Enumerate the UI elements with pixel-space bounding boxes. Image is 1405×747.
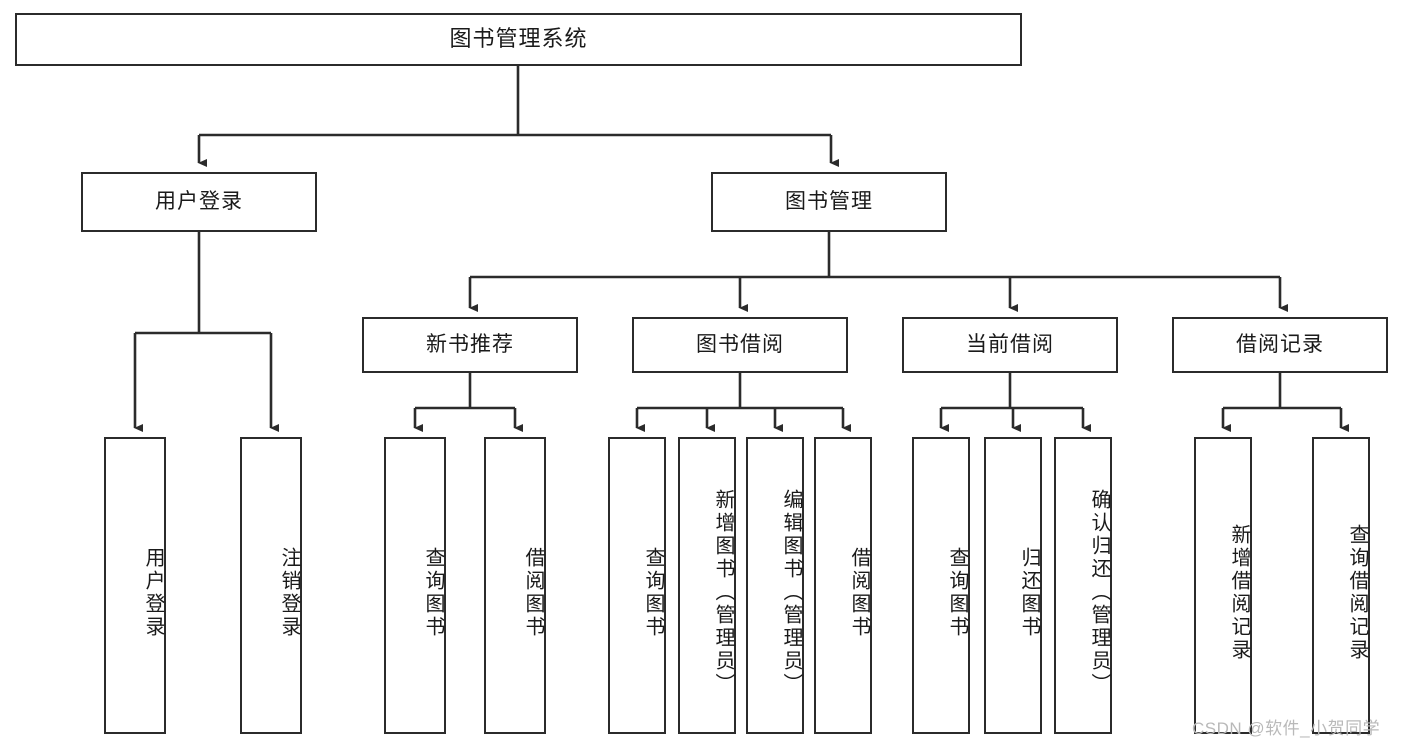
leaf-confirm-return[interactable]: 确认归还（管理员） xyxy=(1054,437,1112,734)
leaf-query-record-label: 查询借阅记录 xyxy=(1346,523,1368,662)
node-borrow-record[interactable]: 借阅记录 xyxy=(1172,317,1388,373)
leaf-add-record-label: 新增借阅记录 xyxy=(1228,523,1250,662)
leaf-confirm-return-label: 确认归还（管理员） xyxy=(1088,489,1110,696)
leaf-query-book-cur-label: 查询图书 xyxy=(946,546,968,639)
node-current-borrow-label: 当前借阅 xyxy=(966,333,1054,357)
node-user-login[interactable]: 用户登录 xyxy=(81,172,317,232)
node-book-borrow-label: 图书借阅 xyxy=(696,333,784,357)
leaf-query-book-borrow-label: 查询图书 xyxy=(642,546,664,639)
leaf-return-book[interactable]: 归还图书 xyxy=(984,437,1042,734)
node-book-manage[interactable]: 图书管理 xyxy=(711,172,947,232)
leaf-query-book-borrow[interactable]: 查询图书 xyxy=(608,437,666,734)
leaf-query-record[interactable]: 查询借阅记录 xyxy=(1312,437,1370,734)
node-user-login-label: 用户登录 xyxy=(155,190,243,214)
leaf-borrow-book-rec-label: 借阅图书 xyxy=(522,546,544,639)
watermark-text: CSDN @软件_小贺同学 xyxy=(1192,719,1381,738)
leaf-add-book[interactable]: 新增图书（管理员） xyxy=(678,437,736,734)
leaf-query-book-rec-label: 查询图书 xyxy=(422,546,444,639)
leaf-query-book-rec[interactable]: 查询图书 xyxy=(384,437,446,734)
leaf-borrow-book[interactable]: 借阅图书 xyxy=(814,437,872,734)
leaf-logout-label: 注销登录 xyxy=(278,546,300,639)
leaf-add-book-label: 新增图书（管理员） xyxy=(712,489,734,696)
node-borrow-record-label: 借阅记录 xyxy=(1236,333,1324,357)
node-book-manage-label: 图书管理 xyxy=(785,190,873,214)
node-new-book-recommend-label: 新书推荐 xyxy=(426,333,514,357)
leaf-borrow-book-rec[interactable]: 借阅图书 xyxy=(484,437,546,734)
leaf-return-book-label: 归还图书 xyxy=(1018,546,1040,639)
leaf-edit-book[interactable]: 编辑图书（管理员） xyxy=(746,437,804,734)
leaf-user-login[interactable]: 用户登录 xyxy=(104,437,166,734)
leaf-user-login-label: 用户登录 xyxy=(142,546,164,639)
leaf-borrow-book-label: 借阅图书 xyxy=(848,546,870,639)
leaf-add-record[interactable]: 新增借阅记录 xyxy=(1194,437,1252,734)
node-new-book-recommend[interactable]: 新书推荐 xyxy=(362,317,578,373)
leaf-query-book-cur[interactable]: 查询图书 xyxy=(912,437,970,734)
node-book-borrow[interactable]: 图书借阅 xyxy=(632,317,848,373)
node-root-label: 图书管理系统 xyxy=(449,26,588,52)
leaf-edit-book-label: 编辑图书（管理员） xyxy=(780,489,802,696)
leaf-logout[interactable]: 注销登录 xyxy=(240,437,302,734)
node-root[interactable]: 图书管理系统 xyxy=(15,13,1022,66)
node-current-borrow[interactable]: 当前借阅 xyxy=(902,317,1118,373)
